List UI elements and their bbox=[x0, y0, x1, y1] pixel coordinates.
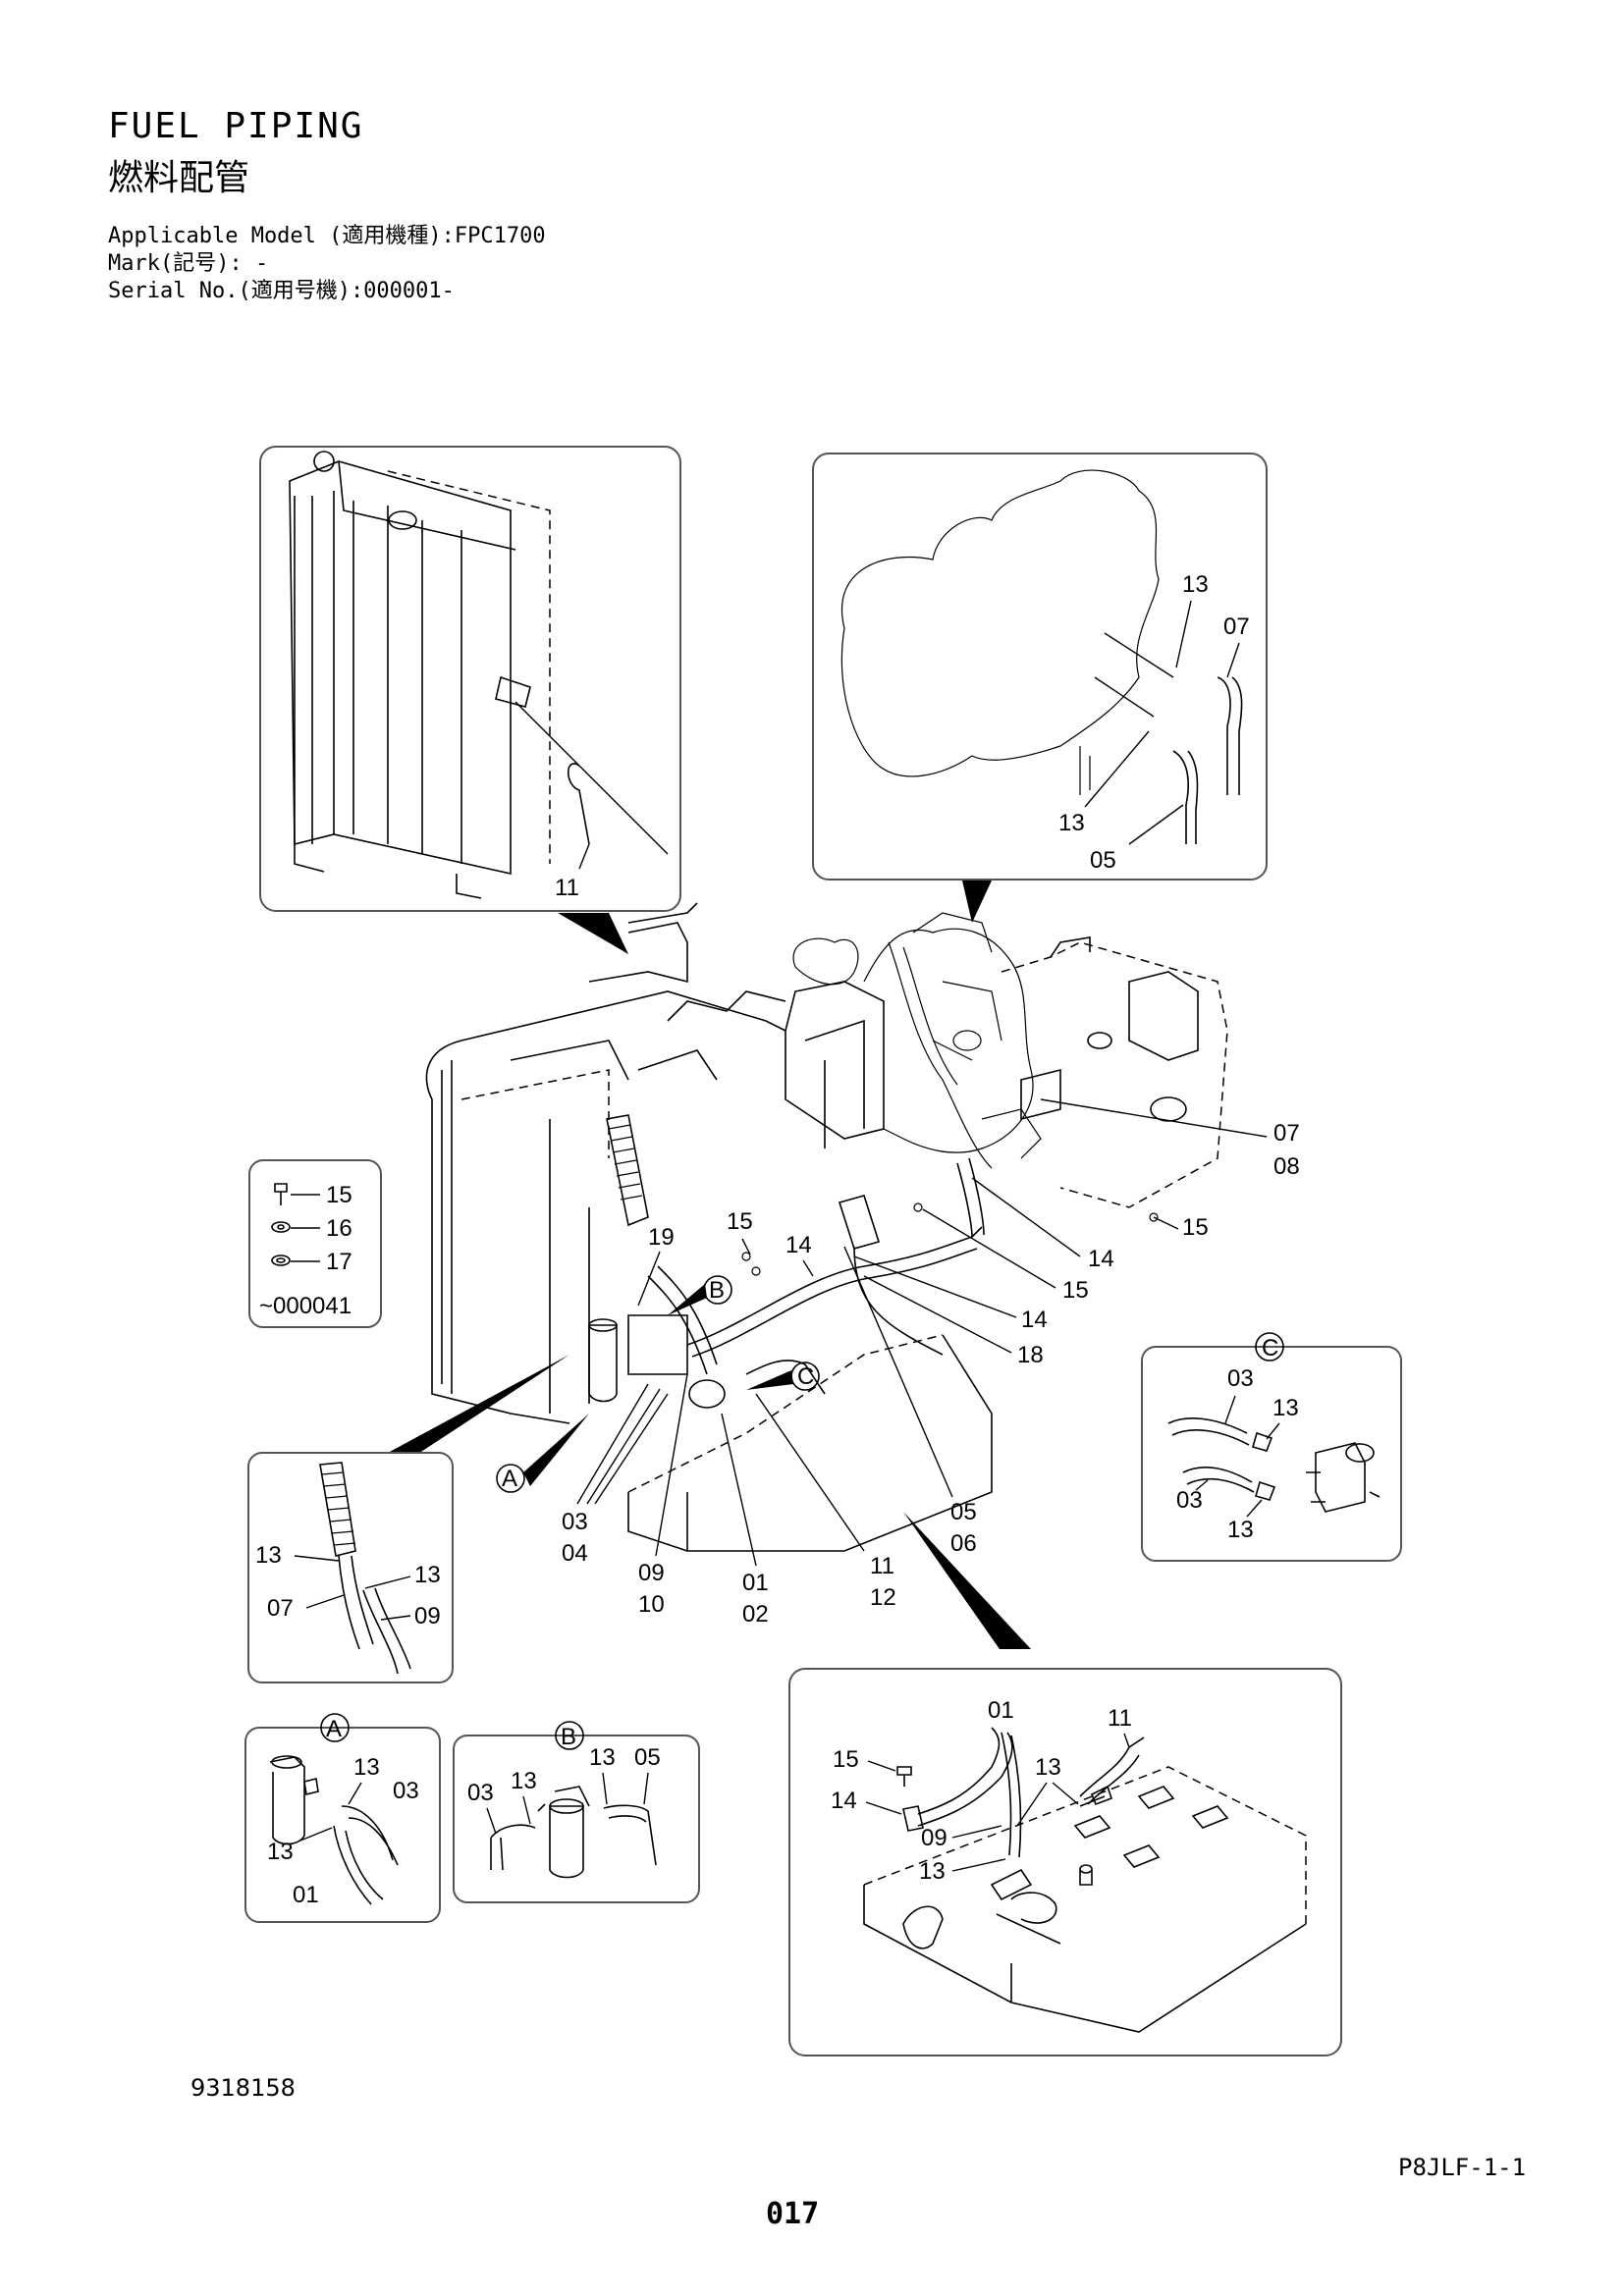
callout-15: 15 bbox=[1062, 1277, 1089, 1304]
callout-13: 13 bbox=[353, 1754, 380, 1781]
oil-cooler-pointer bbox=[388, 1355, 569, 1463]
callout-05: 05 bbox=[950, 1499, 977, 1525]
oil-cooler-detail: 13 13 07 09 bbox=[247, 1452, 454, 1683]
page-number: 017 bbox=[766, 2197, 820, 2231]
bolt-icon bbox=[274, 1183, 288, 1205]
callout-03: 03 bbox=[1227, 1365, 1254, 1392]
detail-marker-a: A bbox=[496, 1414, 589, 1493]
callout-15: 15 bbox=[727, 1208, 753, 1235]
callout-01: 01 bbox=[988, 1697, 1014, 1724]
callout-14: 14 bbox=[1088, 1246, 1114, 1272]
callout-09: 09 bbox=[638, 1560, 665, 1586]
callout-05: 05 bbox=[1090, 847, 1116, 874]
callout-03: 03 bbox=[467, 1780, 494, 1806]
detail-b-frame bbox=[453, 1735, 700, 1903]
callout-15: 15 bbox=[1182, 1214, 1209, 1241]
callout-01: 01 bbox=[293, 1882, 319, 1908]
callout-13: 13 bbox=[511, 1768, 537, 1794]
serial-range: Serial No.(適用号機):000001- bbox=[108, 279, 455, 303]
callout-14: 14 bbox=[785, 1232, 812, 1258]
radiator-detail-frame bbox=[259, 446, 681, 912]
detail-c-label: C bbox=[797, 1363, 814, 1390]
callout-13: 13 bbox=[1035, 1754, 1061, 1781]
detail-a-label: A bbox=[502, 1466, 517, 1492]
hardware-legend: 15 16 17 ~000041 bbox=[248, 1159, 382, 1328]
callout-18: 18 bbox=[1017, 1342, 1044, 1368]
callout-13: 13 bbox=[589, 1744, 616, 1771]
main-assembly bbox=[425, 902, 1228, 1552]
oil-cooler-frame bbox=[247, 1452, 454, 1683]
callout-10: 10 bbox=[638, 1591, 665, 1618]
callout-07: 07 bbox=[1273, 1120, 1300, 1147]
callout-02: 02 bbox=[742, 1601, 769, 1628]
hardware-legend-frame bbox=[248, 1159, 382, 1328]
legend-label-15: 15 bbox=[326, 1182, 352, 1208]
callout-11: 11 bbox=[870, 1553, 894, 1579]
callout-13: 13 bbox=[1272, 1395, 1299, 1421]
applicable-model: Applicable Model (適用機種):FPC1700 bbox=[108, 224, 546, 248]
callout-03: 03 bbox=[393, 1778, 419, 1804]
detail-a: A 13 03 13 01 bbox=[244, 1713, 441, 1923]
mark-code: Mark(記号): - bbox=[108, 251, 269, 276]
legend-label-17: 17 bbox=[326, 1249, 352, 1275]
callout-14: 14 bbox=[831, 1788, 857, 1814]
callout-15: 15 bbox=[833, 1746, 859, 1773]
washer-icon bbox=[271, 1255, 291, 1266]
detail-c-title: C bbox=[1262, 1335, 1278, 1362]
fuel-tank-detail-frame bbox=[788, 1668, 1342, 2056]
callout-13: 13 bbox=[1182, 571, 1209, 598]
callout-01: 01 bbox=[742, 1570, 769, 1596]
detail-c: C 03 13 03 13 bbox=[1141, 1332, 1402, 1562]
detail-b: B 13 13 05 03 bbox=[453, 1721, 700, 1903]
callout-08: 08 bbox=[1273, 1153, 1300, 1180]
callout-03: 03 bbox=[562, 1509, 588, 1535]
legend-serial: ~000041 bbox=[259, 1293, 352, 1319]
page-title: FUEL PIPING bbox=[108, 106, 364, 146]
callout-13: 13 bbox=[414, 1562, 441, 1588]
callout-04: 04 bbox=[562, 1540, 588, 1567]
callout-13: 13 bbox=[255, 1542, 282, 1569]
tank-pointer bbox=[903, 1512, 1031, 1649]
page-code: P8JLF-1-1 bbox=[1398, 2154, 1527, 2181]
page-title-japanese: 燃料配管 bbox=[108, 158, 250, 198]
radiator-pointer bbox=[558, 913, 628, 954]
callout-11: 11 bbox=[1108, 1705, 1132, 1732]
fuel-tank-detail: 01 11 15 13 14 09 13 bbox=[788, 1668, 1342, 2056]
callout-07: 07 bbox=[267, 1595, 294, 1622]
callout-09: 09 bbox=[414, 1603, 441, 1629]
callout-13: 13 bbox=[267, 1839, 294, 1865]
legend-label-16: 16 bbox=[326, 1215, 352, 1242]
callout-12: 12 bbox=[870, 1584, 896, 1611]
callout-03: 03 bbox=[1176, 1487, 1203, 1514]
drawing-number: 9318158 bbox=[190, 2074, 296, 2102]
callout-13: 13 bbox=[1058, 810, 1085, 836]
callout-19: 19 bbox=[648, 1224, 675, 1251]
callout-06: 06 bbox=[950, 1530, 977, 1557]
engine-detail: 13 07 13 05 bbox=[812, 453, 1268, 881]
callout-13: 13 bbox=[1227, 1517, 1254, 1543]
detail-marker-c: C bbox=[746, 1362, 820, 1391]
callout-09: 09 bbox=[921, 1825, 947, 1851]
detail-a-frame bbox=[244, 1727, 441, 1923]
callout-11: 11 bbox=[555, 875, 579, 901]
washer-icon bbox=[271, 1221, 291, 1233]
main-callouts: 07 08 15 19 15 14 14 15 14 18 03 04 09 1… bbox=[562, 1098, 1300, 1628]
radiator-detail: 11 bbox=[259, 446, 681, 912]
callout-14: 14 bbox=[1021, 1307, 1048, 1333]
callout-05: 05 bbox=[634, 1744, 661, 1771]
detail-a-title: A bbox=[326, 1716, 342, 1742]
engine-detail-frame bbox=[812, 453, 1268, 881]
detail-b-title: B bbox=[561, 1724, 576, 1750]
engine-pointer bbox=[962, 881, 992, 923]
detail-marker-b: B bbox=[668, 1275, 732, 1315]
callout-13: 13 bbox=[919, 1858, 946, 1885]
detail-c-frame bbox=[1141, 1346, 1402, 1562]
callout-07: 07 bbox=[1223, 614, 1250, 640]
detail-b-label: B bbox=[709, 1277, 725, 1304]
